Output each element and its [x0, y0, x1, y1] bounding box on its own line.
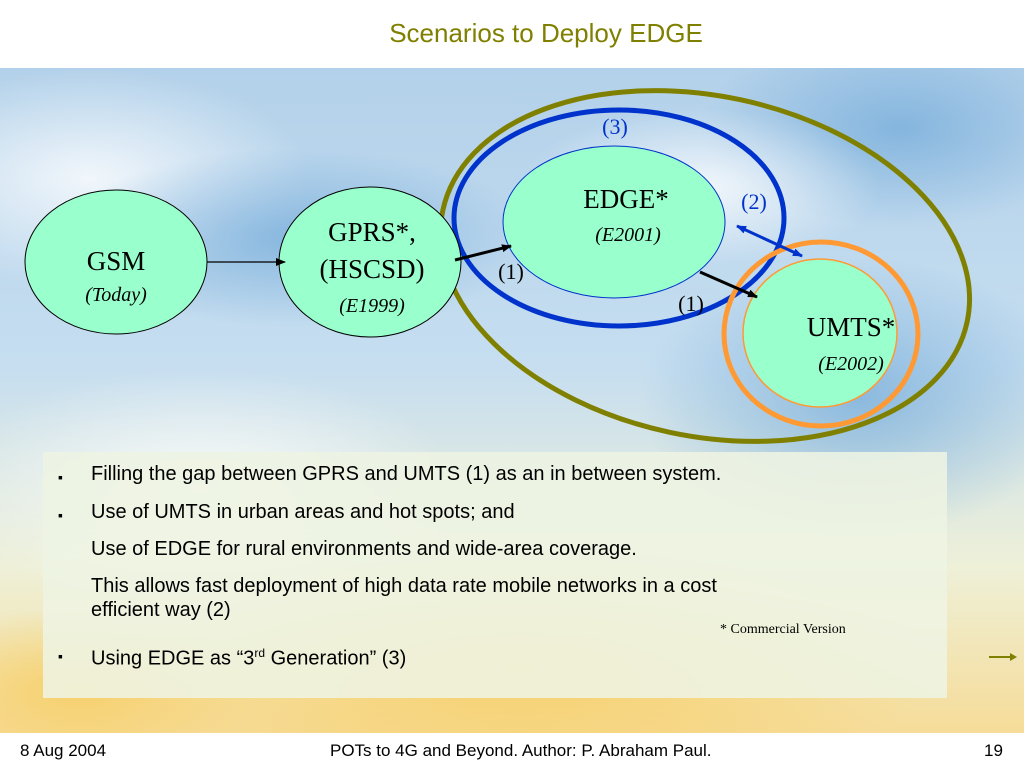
edge-node	[502, 145, 726, 299]
bullet-text: Use of UMTS in urban areas and hot spots…	[91, 501, 515, 523]
scenario3-label: (3)	[602, 114, 628, 139]
footer-date: 8 Aug 2004	[20, 741, 107, 760]
edge-umts-bidirectional-arrow	[736, 224, 803, 258]
gsm-label: GSM	[87, 246, 146, 276]
bullet-text: Use of EDGE for rural environments and w…	[91, 538, 637, 560]
hscsd-label: (HSCSD)	[319, 254, 424, 284]
commercial-version-footnote: * Commercial Version	[720, 622, 846, 637]
edge-umts-scenario1-label: (1)	[678, 291, 704, 316]
footer-title: POTs to 4G and Beyond. Author: P. Abraha…	[330, 741, 712, 760]
superscript-rd: rd	[254, 646, 266, 660]
scenario2-label: (2)	[741, 189, 767, 214]
bullet-text: Filling the gap between GPRS and UMTS (1…	[91, 463, 722, 485]
bullet-line-2b: This allows fast deployment of high data…	[91, 574, 941, 598]
gprs-sublabel: (E1999)	[339, 295, 405, 317]
gprs-to-edge-arrow	[454, 244, 512, 262]
edge-to-umts-arrow	[699, 270, 758, 299]
umts-node	[742, 258, 898, 408]
bullet-line-2b-cont: efficient way (2)	[91, 598, 941, 622]
bullet-text: efficient way (2)	[91, 599, 231, 621]
edge-label: EDGE*	[583, 184, 668, 214]
bullet-line-2: ▪ Use of UMTS in urban areas and hot spo…	[58, 500, 941, 524]
umts-label: UMTS*	[807, 312, 896, 342]
bullet-text-box: ▪ Filling the gap between GPRS and UMTS …	[43, 452, 947, 698]
bullet-marker: ▪	[58, 648, 63, 664]
gprs-label: GPRS*,	[328, 217, 416, 247]
scenario2-blue-ring	[451, 107, 787, 329]
gsm-sublabel: (Today)	[85, 284, 147, 306]
edge-sublabel: (E2001)	[595, 224, 661, 246]
bullet-line-3: ▪ Using EDGE as “3rd Generation” (3)	[58, 641, 941, 671]
bullet-text-post: Generation” (3)	[265, 647, 407, 670]
bullet-marker: ▪	[58, 507, 63, 523]
bullet-marker: ▪	[58, 469, 63, 485]
page-number: 19	[984, 741, 1003, 760]
scenario3-olive-ring	[437, 88, 973, 444]
bullet-line-1: ▪ Filling the gap between GPRS and UMTS …	[58, 462, 941, 486]
slide-title: Scenarios to Deploy EDGE	[389, 18, 703, 48]
umts-sublabel: (E2002)	[818, 353, 884, 375]
edge-deployment-diagram: GSM (Today) GPRS*, (HSCSD) (E1999) EDGE*…	[24, 88, 973, 444]
next-slide-arrow-icon[interactable]	[988, 650, 1018, 664]
bullet-line-2a: Use of EDGE for rural environments and w…	[91, 537, 941, 561]
gprs-edge-scenario1-label: (1)	[498, 259, 524, 284]
bullet-text-pre: Using EDGE as “3	[91, 647, 255, 670]
umts-orange-ring	[721, 239, 921, 429]
bullet-text: This allows fast deployment of high data…	[91, 575, 717, 597]
